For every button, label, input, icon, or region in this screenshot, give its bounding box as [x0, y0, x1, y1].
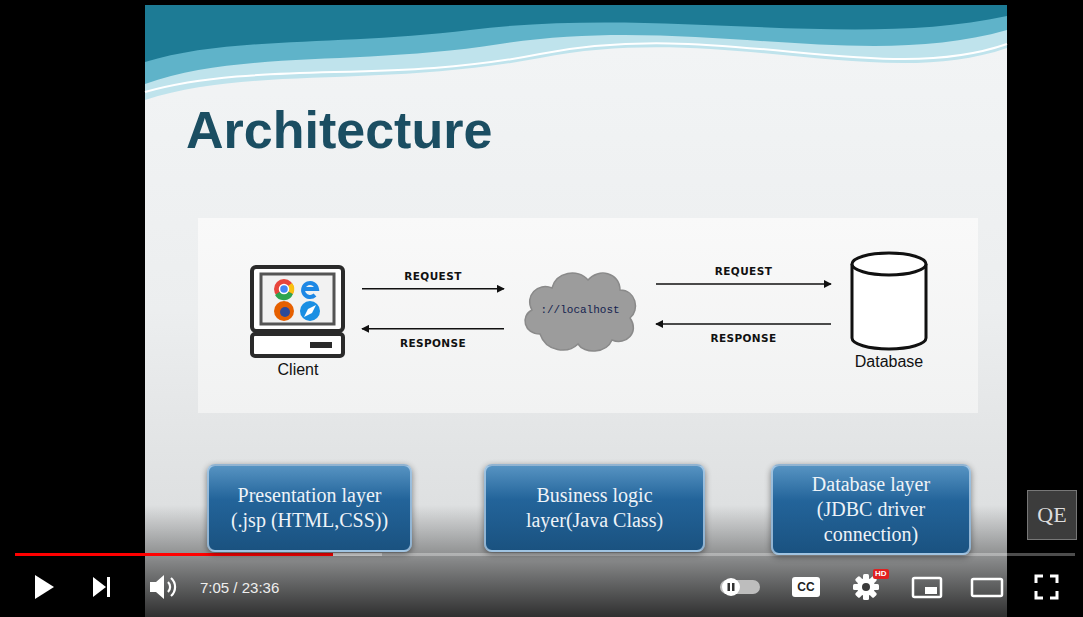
- browser-icon: [280, 307, 290, 317]
- slide-wave: [145, 5, 1007, 62]
- flow-arrow: [362, 328, 504, 330]
- slide-wave: [145, 5, 1007, 84]
- edge-label: RESPONSE: [400, 337, 466, 350]
- client-computer: Client: [248, 262, 348, 385]
- browser-icon: [280, 285, 289, 294]
- monitor-frame: [252, 267, 343, 331]
- node-illustration: [248, 262, 348, 360]
- browser-icon: [274, 301, 294, 321]
- node-label: ://localhost: [540, 300, 619, 320]
- settings-gear: [855, 576, 878, 599]
- monitor-screen: [261, 274, 334, 324]
- node-label: Client: [278, 360, 319, 380]
- flow-arrow: [656, 323, 831, 325]
- time-display: 7:05 / 23:36: [200, 578, 279, 597]
- progress-buffer: [15, 553, 382, 556]
- miniplayer-icon: [913, 578, 941, 597]
- flow-arrow: [362, 288, 504, 290]
- miniplayer-icon: [925, 587, 937, 594]
- cloud-shape: [525, 273, 635, 351]
- channel-logo: QE: [1027, 490, 1077, 540]
- settings-gear: [853, 584, 879, 590]
- layer-label: Presentation layer (.jsp (HTML,CSS)): [223, 483, 396, 533]
- layer-label: Database layer (JDBC driver connection): [787, 472, 955, 547]
- play-icon: [35, 575, 54, 599]
- layer-box: Business logic layer(Java Class): [484, 464, 705, 552]
- computer-slot: [310, 342, 332, 348]
- volume-icon: [150, 575, 164, 599]
- flow-arrow: [656, 283, 831, 285]
- slide-wave-line: [145, 43, 1007, 92]
- browser-icon: [303, 283, 317, 297]
- node-illustration: [845, 250, 933, 352]
- node-label: Database: [855, 352, 924, 372]
- captions-button: CC: [792, 577, 820, 597]
- next-icon: [93, 577, 106, 597]
- edge-label: RESPONSE: [710, 332, 776, 345]
- server-cloud: ://localhost: [518, 262, 642, 358]
- progress-played: [15, 553, 333, 556]
- volume-icon: [168, 582, 170, 592]
- autoplay-toggle: [728, 583, 731, 591]
- settings-gear: [855, 576, 878, 599]
- slide-title: Architecture: [186, 104, 492, 156]
- autoplay-toggle: [720, 578, 760, 596]
- browser-icon: [304, 305, 316, 317]
- miniplayer-icon: [913, 578, 941, 597]
- browser-icon: [300, 301, 320, 321]
- settings-gear: [862, 583, 870, 591]
- diagram-panel: [198, 218, 978, 413]
- next-icon: [93, 577, 110, 597]
- settings-gear: [857, 578, 875, 596]
- fullscreen-icon: [1036, 576, 1057, 598]
- edge-label: REQUEST: [404, 270, 461, 283]
- layer-label: Business logic layer(Java Class): [500, 483, 689, 533]
- autoplay-toggle: [722, 578, 740, 596]
- hd-badge: HD: [873, 569, 889, 579]
- layer-box: Database layer (JDBC driver connection): [771, 464, 971, 555]
- autoplay-toggle: [732, 583, 735, 591]
- cylinder-body: [852, 264, 926, 349]
- slide-wave: [145, 5, 1007, 100]
- edge-label: REQUEST: [715, 265, 772, 278]
- database-cylinder: Database: [845, 250, 933, 378]
- volume-icon: [150, 575, 175, 599]
- next-icon: [107, 577, 110, 597]
- theater-icon: [972, 579, 1002, 596]
- slide-background: [145, 5, 1007, 617]
- layer-box: Presentation layer (.jsp (HTML,CSS)): [207, 464, 412, 552]
- volume-icon: [171, 578, 175, 596]
- settings-gear: [863, 574, 869, 600]
- cylinder-top: [852, 253, 926, 275]
- computer-base: [252, 334, 343, 356]
